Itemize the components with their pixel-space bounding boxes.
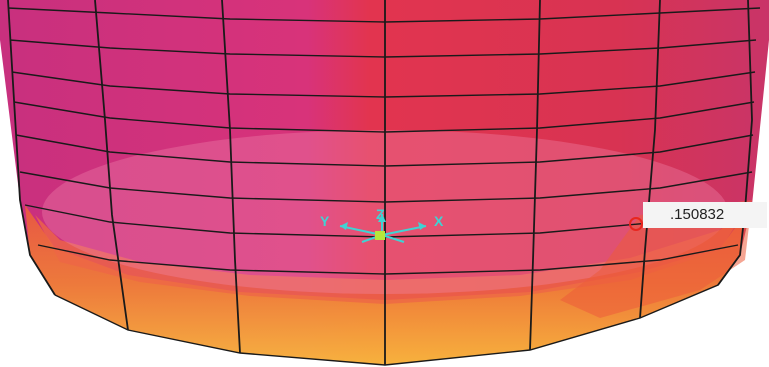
probe-value-tooltip: .150832 xyxy=(643,202,767,228)
right-orange-region xyxy=(560,200,752,318)
inner-rim-glow xyxy=(35,210,745,304)
axis-label-x: X xyxy=(434,213,444,229)
axis-label-z: Z xyxy=(376,206,385,222)
axis-label-y: Y xyxy=(320,213,330,229)
bottom-gradient-band xyxy=(25,205,745,365)
probe-marker[interactable] xyxy=(629,217,643,231)
origin-marker xyxy=(375,231,385,240)
